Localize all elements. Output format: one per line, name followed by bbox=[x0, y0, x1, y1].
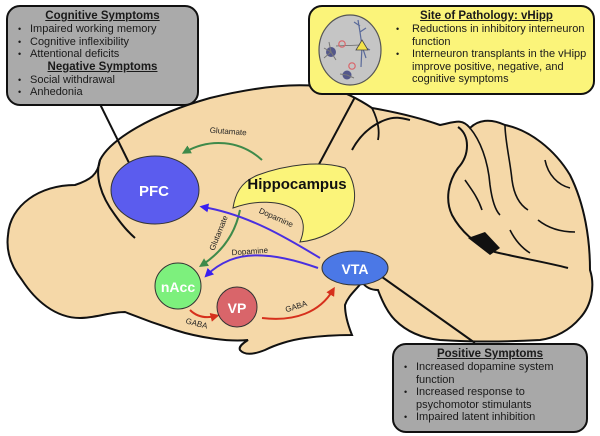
pathology-item: Reductions in inhibitory interneuron fun… bbox=[396, 23, 587, 48]
negative-list: Social withdrawal Anhedonia bbox=[14, 74, 191, 99]
pfc-label: PFC bbox=[139, 183, 169, 200]
vp-label: VP bbox=[228, 300, 247, 316]
cognitive-title: Cognitive Symptoms bbox=[45, 10, 160, 22]
label-vta-nacc: Dopamine bbox=[231, 246, 269, 258]
positive-item: Impaired latent inhibition bbox=[404, 411, 580, 424]
cognitive-negative-symptoms-box: Cognitive Symptoms Impaired working memo… bbox=[6, 5, 199, 106]
pathology-item: Interneuron transplants in the vHipp imp… bbox=[396, 48, 587, 86]
cortex-sulcus bbox=[351, 116, 411, 151]
region-vta: VTA bbox=[321, 250, 389, 286]
negative-item: Social withdrawal bbox=[18, 74, 191, 87]
negative-item: Anhedonia bbox=[18, 86, 191, 99]
positive-list: Increased dopamine system function Incre… bbox=[400, 361, 580, 424]
cognitive-item: Attentional deficits bbox=[18, 48, 191, 61]
pathway-vta-pfc bbox=[199, 203, 321, 259]
cerebellum bbox=[447, 124, 576, 269]
nacc-label: nAcc bbox=[161, 279, 195, 295]
positive-item: Increased response to psychomotor stimul… bbox=[404, 386, 580, 411]
cognitive-list: Impaired working memory Cognitive inflex… bbox=[14, 23, 191, 61]
region-vp: VP bbox=[216, 286, 258, 328]
pathway-vp-vta bbox=[261, 286, 335, 320]
neuron-illustration bbox=[318, 14, 382, 86]
cognitive-item: Cognitive inflexibility bbox=[18, 36, 191, 49]
pathway-hipp-pfc bbox=[181, 142, 263, 161]
cortex-boundary bbox=[371, 107, 380, 141]
positive-item: Increased dopamine system function bbox=[404, 361, 580, 386]
cognitive-item: Impaired working memory bbox=[18, 23, 191, 36]
positive-symptoms-box: Positive Symptoms Increased dopamine sys… bbox=[392, 343, 588, 433]
hippocampus-label: Hippocampus bbox=[247, 176, 346, 193]
positive-title: Positive Symptoms bbox=[436, 348, 544, 360]
pathology-list: Reductions in inhibitory interneuron fun… bbox=[392, 23, 587, 86]
pathology-title: Site of Pathology: vHipp bbox=[420, 10, 553, 22]
pathology-box: Site of Pathology: vHipp Reductions in i… bbox=[308, 5, 595, 95]
label-hipp-pfc: Glutamate bbox=[209, 126, 247, 138]
pathway-nacc-vp bbox=[189, 309, 220, 322]
hippocampus-region bbox=[232, 163, 356, 243]
negative-title: Negative Symptoms bbox=[47, 60, 158, 73]
olfactory-sulcus bbox=[97, 159, 136, 239]
region-pfc: PFC bbox=[110, 155, 200, 225]
positive-connector bbox=[374, 271, 476, 344]
cognitive-connector bbox=[95, 95, 136, 176]
region-nacc: nAcc bbox=[154, 262, 202, 310]
pathology-connector bbox=[316, 96, 356, 169]
pathway-vta-nacc bbox=[204, 254, 319, 278]
vta-label: VTA bbox=[342, 261, 369, 277]
